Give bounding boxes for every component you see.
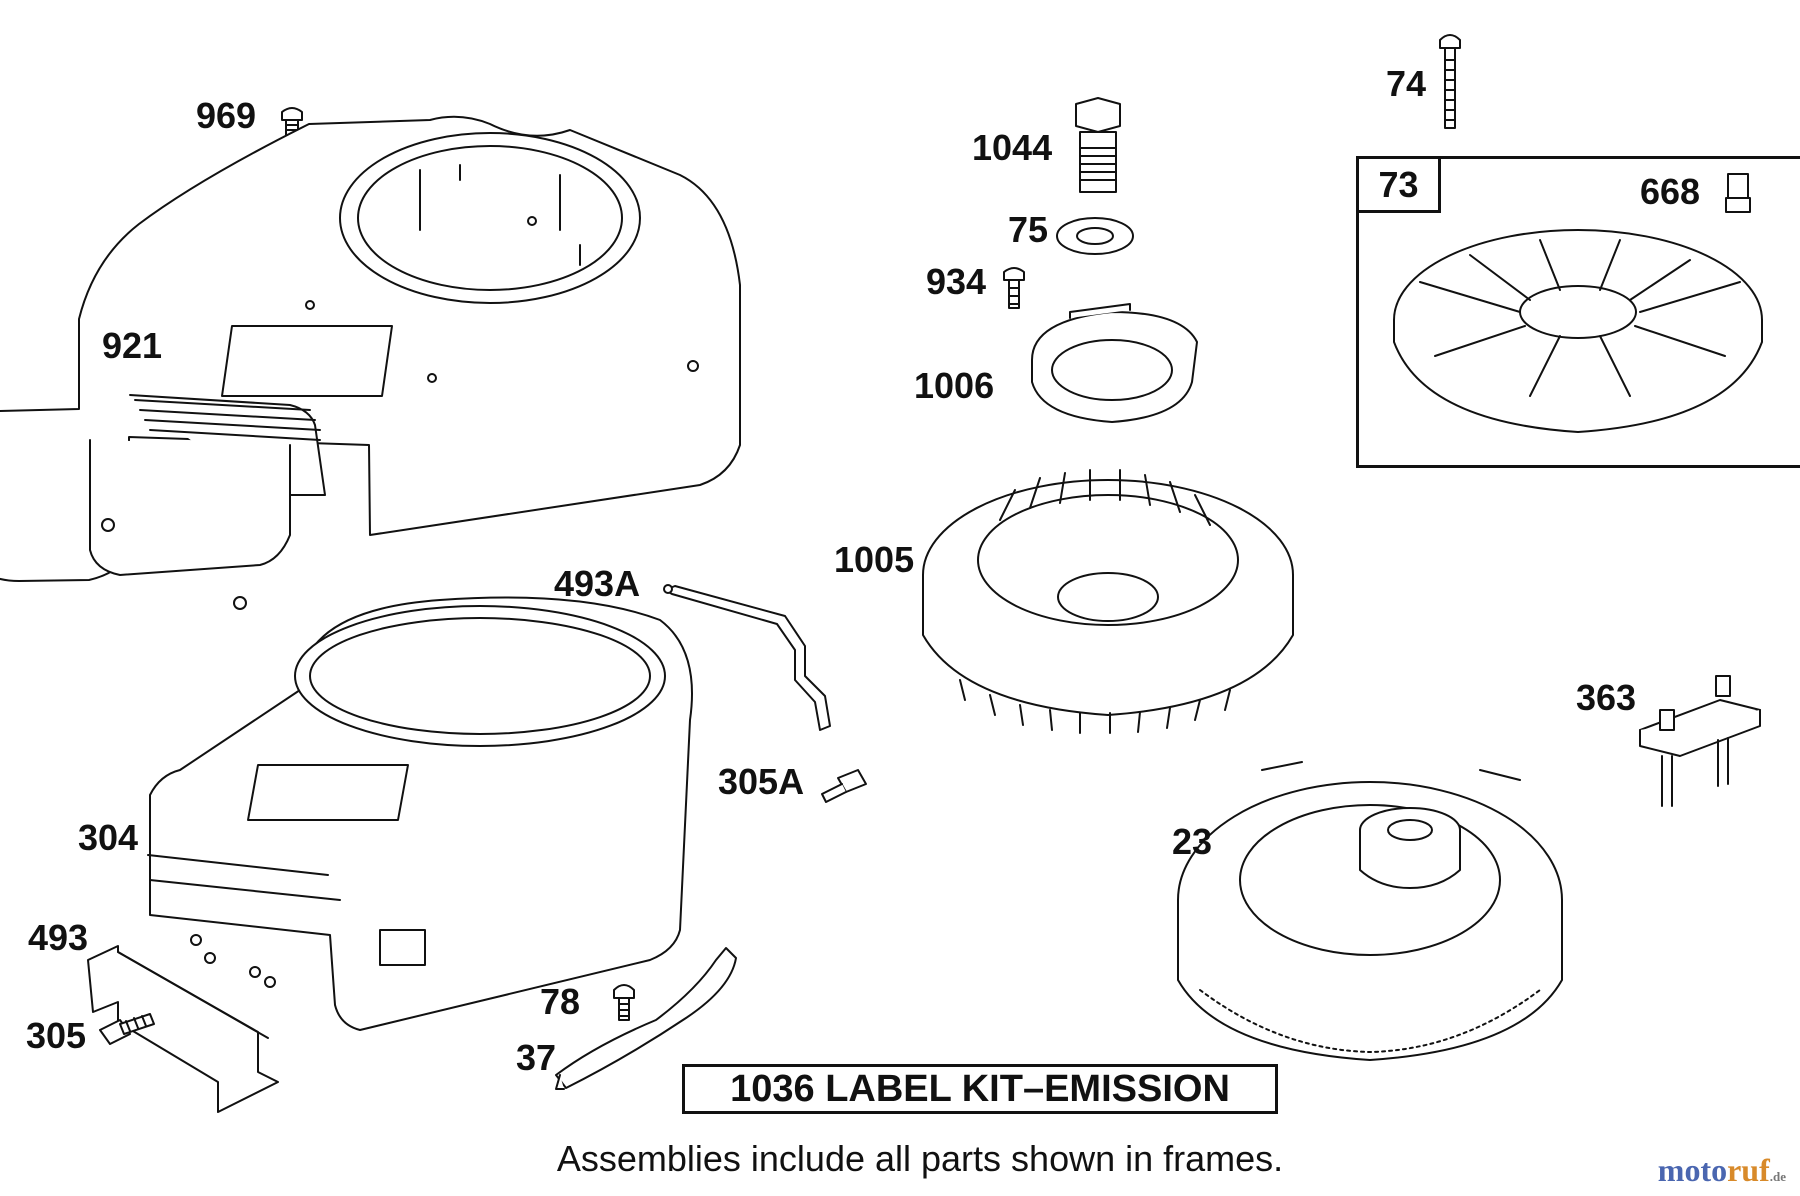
blower-housing-921-part bbox=[0, 115, 741, 610]
part-number-921: 921 bbox=[102, 325, 163, 366]
part-number-934: 934 bbox=[926, 261, 987, 302]
part-number-363: 363 bbox=[1576, 677, 1637, 718]
part-number-668: 668 bbox=[1640, 171, 1701, 212]
screw-305-part bbox=[99, 1013, 155, 1045]
strap-493A-part bbox=[663, 584, 831, 731]
assemblies-note: Assemblies include all parts shown in fr… bbox=[556, 1138, 1284, 1179]
fan-1005-part bbox=[922, 469, 1294, 734]
part-number-493A: 493A bbox=[554, 563, 641, 604]
screw-74-part bbox=[1439, 34, 1461, 129]
emission-label-kit-box: 1036 LABEL KIT–EMISSION bbox=[682, 1064, 1278, 1114]
bolt-1044-part bbox=[1075, 97, 1121, 193]
washer-75-part bbox=[1056, 217, 1134, 255]
part-number-37: 37 bbox=[516, 1037, 557, 1078]
part-number-305A: 305A bbox=[718, 761, 805, 802]
part-number-74: 74 bbox=[1386, 63, 1427, 104]
fan-cup-1006-part bbox=[1031, 303, 1198, 423]
part-number-78: 78 bbox=[540, 981, 581, 1022]
part-number-305: 305 bbox=[26, 1015, 87, 1056]
flywheel-23-part bbox=[1177, 761, 1563, 1061]
assembly-frame-73: 73 bbox=[1356, 156, 1800, 468]
part-number-73: 73 bbox=[1359, 159, 1441, 213]
part-number-493: 493 bbox=[28, 917, 89, 958]
screw-305A-part bbox=[821, 769, 867, 803]
part-number-304: 304 bbox=[78, 817, 139, 858]
air-vane-37-part bbox=[555, 947, 737, 1090]
part-number-1005: 1005 bbox=[834, 539, 915, 580]
part-number-23: 23 bbox=[1172, 821, 1213, 862]
part-number-969: 969 bbox=[196, 95, 257, 136]
screw-78-part bbox=[613, 984, 635, 1021]
watermark-logo: motoruf.de bbox=[1657, 1152, 1786, 1188]
part-number-75: 75 bbox=[1008, 209, 1049, 250]
screw-934-part bbox=[1003, 267, 1025, 309]
bracket-493-part bbox=[87, 945, 279, 1113]
bracket-363-part bbox=[1639, 675, 1761, 807]
screw-668-part bbox=[1725, 173, 1751, 213]
part-number-1006: 1006 bbox=[914, 365, 995, 406]
part-number-1044: 1044 bbox=[972, 127, 1053, 168]
blower-housing-304-part bbox=[147, 596, 693, 1031]
rotating-screen-73-part bbox=[1393, 229, 1763, 433]
